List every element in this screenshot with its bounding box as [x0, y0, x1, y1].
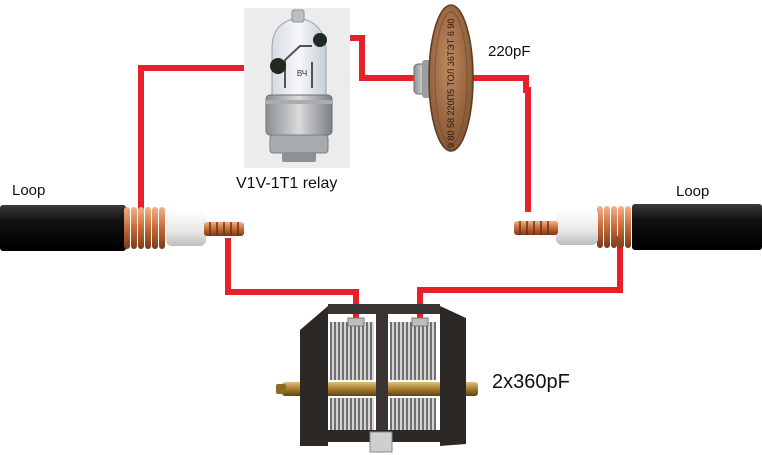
wiring [138, 35, 623, 322]
wire-right-coax-to-varcap [417, 236, 623, 322]
left-coax-cable [0, 205, 244, 251]
variable-capacitor [276, 304, 478, 453]
label-relay: V1V-1T1 relay [236, 175, 338, 192]
label-variable-capacitor: 2x360pF [492, 371, 570, 393]
capacitor-disc-body [428, 4, 474, 152]
fixed-capacitor: 9 80 58 220П5 ТОЛ 36ТЭТ 6 90 [413, 4, 474, 152]
varcap-plates-section-2 [390, 322, 436, 380]
wire-capacitor-to-right-loop [470, 75, 531, 212]
wire-left-loop-to-relay [138, 65, 274, 212]
left-coax-jacket [0, 205, 126, 251]
relay-glass-bulb [271, 17, 327, 96]
label-capacitor: 220pF [488, 43, 531, 60]
right-coax-dielectric [556, 209, 598, 245]
varcap-plates-section-1 [330, 322, 374, 380]
relay-internal-contacts [284, 45, 313, 88]
left-coax-dielectric [166, 210, 206, 246]
vacuum-relay: ВЧ [244, 8, 350, 168]
right-coax-shield-braid [597, 206, 631, 248]
label-loop-right: Loop [676, 183, 710, 200]
right-coax-jacket [632, 204, 762, 250]
right-coax-cable [514, 204, 762, 250]
right-coax-center-conductor [514, 221, 558, 235]
left-coax-center-conductor [204, 222, 244, 236]
label-loop-left: Loop [12, 182, 46, 199]
capacitor-marking: 9 80 58 220П5 ТОЛ 36ТЭТ 6 90 [446, 19, 456, 148]
varcap-frame-left [300, 306, 328, 446]
relay-marking: ВЧ [297, 69, 307, 78]
varcap-frame-right [440, 306, 466, 446]
left-coax-shield-braid [124, 207, 165, 249]
